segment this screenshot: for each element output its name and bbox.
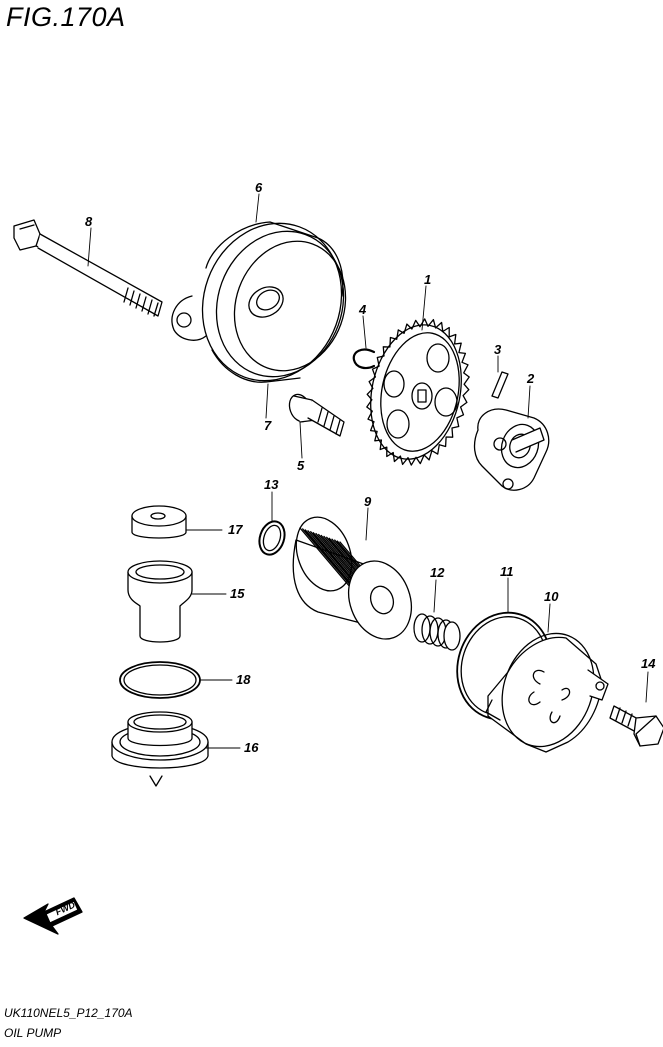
callout-9: 9 [364, 494, 372, 509]
part-9-oil-filter [292, 516, 412, 640]
callout-8: 8 [85, 214, 93, 229]
callout-12: 12 [430, 565, 445, 580]
callout-2: 2 [526, 371, 535, 386]
callout-7: 7 [264, 418, 272, 433]
leader-lines [87, 193, 649, 749]
callout-10: 10 [544, 589, 559, 604]
callout-17: 17 [228, 522, 243, 537]
part-4-circlip [352, 348, 376, 370]
figure-title: FIG.170A [6, 2, 126, 32]
part-3-pin [491, 371, 509, 399]
callout-16: 16 [244, 740, 259, 755]
part-17-cap [131, 505, 187, 539]
callout-11: 11 [500, 564, 514, 579]
drawing-code: UK110NEL5_P12_170A [4, 1006, 133, 1020]
part-2-pump-rotor [473, 408, 550, 491]
callout-5: 5 [297, 458, 305, 473]
part-10-filter-cap [485, 632, 609, 753]
part-13-o-ring [258, 520, 286, 556]
fwd-arrow-icon: FWD [23, 897, 83, 935]
part-8-long-bolt [13, 219, 163, 317]
callout-1: 1 [424, 272, 431, 287]
callout-14: 14 [641, 656, 656, 671]
figure-caption: OIL PUMP [4, 1026, 62, 1040]
part-6-pump-housing [171, 221, 347, 383]
part-5-flange-bolt [288, 393, 345, 437]
callout-15: 15 [230, 586, 245, 601]
part-16-seat [111, 711, 209, 787]
callout-6: 6 [255, 180, 263, 195]
callout-13: 13 [264, 477, 279, 492]
callout-3: 3 [494, 342, 502, 357]
part-18-o-ring [119, 661, 201, 699]
callout-labels: 6 8 1 4 3 2 7 5 13 9 17 12 11 10 15 14 1… [85, 180, 656, 755]
part-12-spring [413, 613, 461, 651]
part-14-cap-bolt [609, 705, 663, 747]
part-15-sleeve [127, 560, 193, 643]
part-1-gear [366, 318, 470, 466]
callout-4: 4 [358, 302, 367, 317]
callout-18: 18 [236, 672, 251, 687]
